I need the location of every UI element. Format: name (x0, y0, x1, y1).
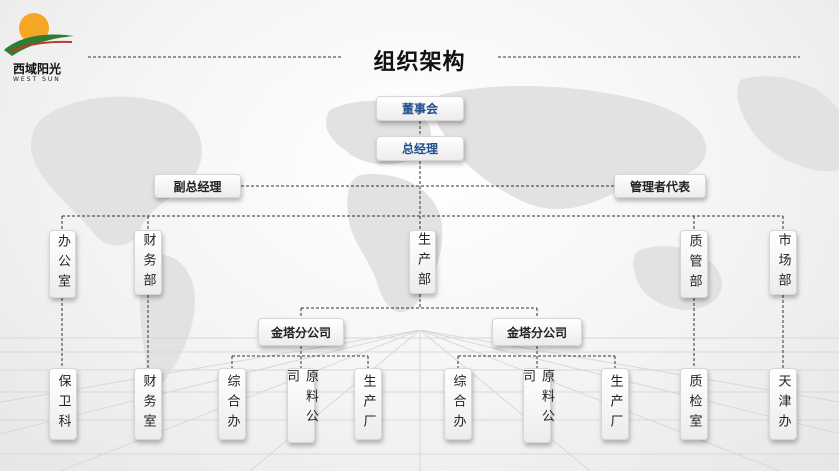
node-right-material-company: 原料公司 (520, 368, 554, 443)
node-quality-department: 质管部 (680, 230, 708, 298)
node-left-general-office: 综合办 (218, 368, 246, 440)
node-tianjin-office: 天津办 (769, 368, 797, 440)
logo-chinese-name: 西域阳光 (13, 62, 62, 76)
node-deputy-general-manager: 副总经理 (154, 174, 241, 198)
logo-english-name: WEST SUN (13, 76, 61, 83)
node-production-department: 生产部 (409, 230, 436, 294)
node-left-material-company: 原料公司 (284, 368, 318, 443)
node-left-factory: 生产厂 (354, 368, 382, 440)
node-security-section: 保卫科 (49, 368, 77, 440)
node-inspection-room: 质检室 (680, 368, 708, 440)
node-management-representative: 管理者代表 (614, 174, 706, 198)
node-right-general-office: 综合办 (444, 368, 472, 440)
node-board: 董事会 (376, 96, 464, 121)
west-sun-logo (4, 13, 74, 56)
node-jinta-branch-left: 金塔分公司 (258, 318, 344, 346)
node-general-manager: 总经理 (376, 136, 464, 161)
node-office: 办公室 (49, 230, 76, 298)
node-finance-room: 财务室 (134, 368, 162, 440)
page-title: 组织架构 (373, 50, 466, 75)
node-market-department: 市场部 (769, 230, 797, 295)
node-finance-department: 财务部 (134, 230, 162, 295)
node-jinta-branch-right: 金塔分公司 (492, 318, 582, 346)
node-right-factory: 生产厂 (601, 368, 629, 440)
